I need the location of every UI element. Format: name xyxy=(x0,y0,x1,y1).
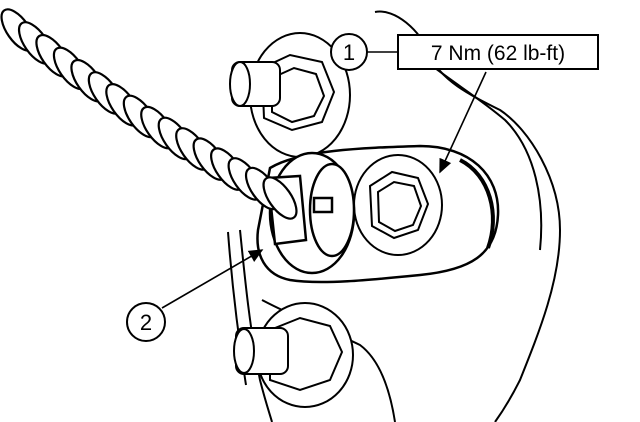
callout-1-leader xyxy=(439,71,487,174)
callout-1-label: 7 Nm (62 lb-ft) xyxy=(431,42,565,65)
lower-bolt xyxy=(233,302,354,408)
callout-2-leader xyxy=(161,249,264,309)
conduit-ring xyxy=(262,176,298,220)
callout-1-number: 1 xyxy=(343,40,355,65)
callout-2-number: 2 xyxy=(140,310,152,335)
callout-2: 2 xyxy=(126,302,166,342)
upper-bolt xyxy=(229,32,351,158)
bracket-bolt xyxy=(353,154,443,256)
callout-2-circle xyxy=(126,302,166,342)
callout-1: 1 7 Nm (62 lb-ft) xyxy=(330,33,599,71)
callout-1-label-box xyxy=(397,34,599,70)
wiring-conduit xyxy=(0,8,298,220)
